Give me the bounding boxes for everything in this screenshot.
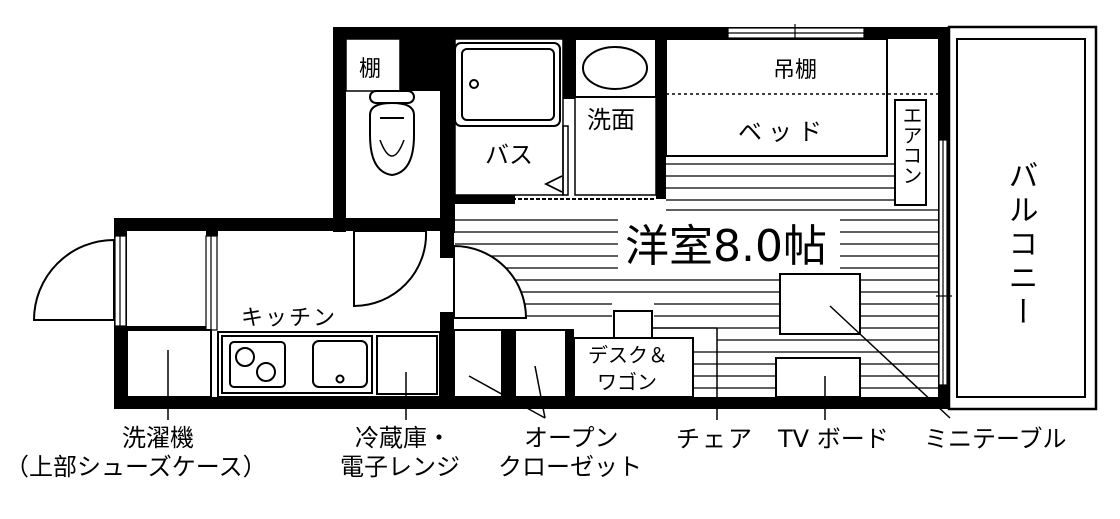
- fridge-callout-2: 電子レンジ: [340, 453, 460, 481]
- chair-callout: チェア: [676, 425, 754, 453]
- desk-label-2: ワゴン: [597, 370, 657, 394]
- kitchen-label: キッチン: [241, 306, 337, 331]
- main-room-label: 洋室8.0帖: [625, 221, 827, 272]
- tv-board-callout: TV ボード: [777, 425, 889, 453]
- closet: [453, 329, 574, 398]
- upper-shelf-label: 吊棚: [773, 58, 817, 83]
- fridge-callout-1: 冷蔵庫・: [355, 424, 451, 452]
- washbasin: [574, 38, 657, 196]
- balcony: [947, 25, 1098, 411]
- fridge: [376, 335, 438, 395]
- main-room-label-bg: [618, 214, 840, 272]
- shelf-label: 棚: [359, 57, 381, 82]
- mini-table: [779, 273, 861, 335]
- tv-board: [775, 357, 861, 398]
- desk-label-1: デスク＆: [588, 343, 668, 367]
- bath: [454, 38, 656, 200]
- washer-callout-1: 洗濯機: [122, 424, 194, 452]
- aircon: [894, 99, 927, 206]
- desk: [573, 310, 718, 398]
- bath-label: バス: [485, 141, 533, 169]
- balcony-label: バルコニー: [1003, 160, 1038, 330]
- leader-lines: [167, 305, 951, 420]
- bed: [665, 38, 938, 157]
- aircon-label: エアコン: [899, 105, 923, 185]
- closet-callout-1: オープン: [524, 424, 619, 452]
- toilet-room: [345, 38, 415, 177]
- washer-callout-2: （上部シューズケース）: [5, 453, 267, 481]
- bed-label: ベッド: [738, 118, 828, 146]
- floor-hatch: [455, 163, 940, 389]
- doors: [32, 230, 528, 321]
- mini-table-callout: ミニテーブル: [924, 425, 1067, 453]
- closet-callout-2: クローゼット: [498, 453, 642, 481]
- washbasin-label: 洗面: [587, 106, 635, 134]
- washer-area: [126, 329, 212, 398]
